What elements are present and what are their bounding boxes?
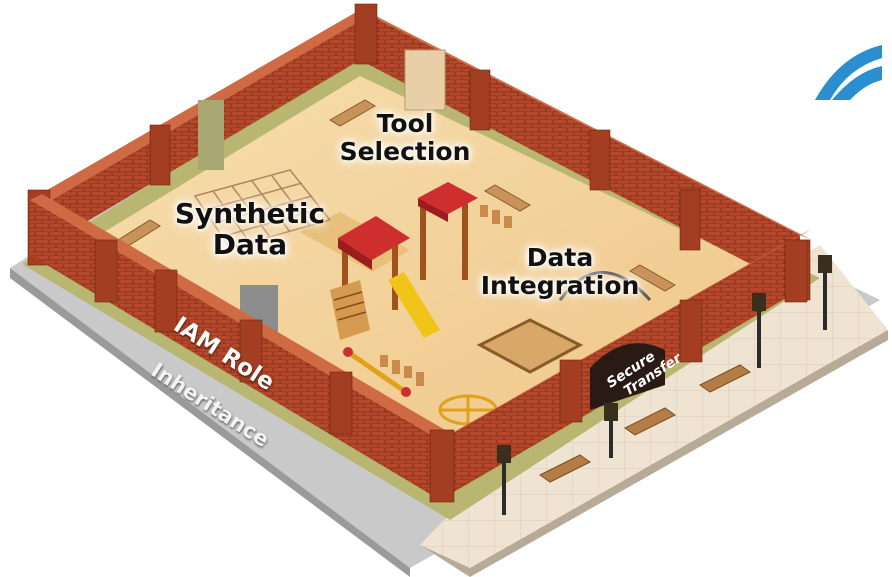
roof-left [338,216,410,260]
swing-icon [343,347,412,398]
basketball-board [404,49,446,111]
data-integration-label: Data Integration [480,243,640,300]
slide-icon [388,272,440,338]
post-box [198,100,224,170]
gate-icon [590,343,665,410]
logo-icon [815,45,882,100]
climbing-frame [193,169,332,249]
sandbox-icon [476,318,584,374]
bench-icon [539,364,751,483]
synthetic-data-label: Synthetic Data [174,197,326,262]
sidewalk [420,245,888,568]
play-structure [300,182,478,340]
bench-icon [117,99,676,292]
lamp-post-icon [497,255,832,515]
tool-selection-label: Tool Selection [339,109,471,166]
